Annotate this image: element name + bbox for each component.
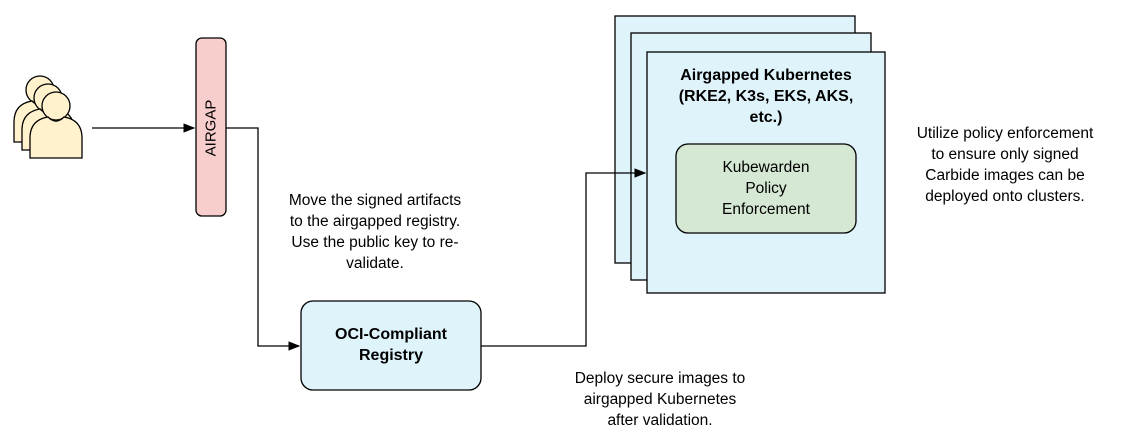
deploy-note-line2: airgapped Kubernetes bbox=[583, 391, 737, 408]
kubernetes-title: Airgapped Kubernetes (RKE2, K3s, EKS, AK… bbox=[647, 65, 885, 128]
policy-note-line3: Carbide images can be bbox=[925, 167, 1085, 184]
kubernetes-title-line2: (RKE2, K3s, EKS, AKS, bbox=[678, 88, 854, 105]
policy-box bbox=[675, 143, 857, 234]
move-note-line4: validate. bbox=[346, 255, 404, 272]
airgap-label: AIRGAP bbox=[202, 99, 220, 157]
kubernetes-title-line3: etc.) bbox=[749, 109, 783, 126]
move-note: Move the signed artifacts to the airgapp… bbox=[260, 190, 490, 274]
deploy-note-line1: Deploy secure images to bbox=[574, 370, 746, 387]
deploy-note: Deploy secure images to airgapped Kubern… bbox=[545, 368, 775, 431]
kubernetes-title-line1: Airgapped Kubernetes bbox=[680, 67, 852, 84]
policy-box-line1: Kubewarden bbox=[722, 159, 810, 176]
policy-box-text: Kubewarden Policy Enforcement bbox=[676, 157, 856, 220]
policy-note-line2: to ensure only signed bbox=[931, 146, 1079, 163]
move-note-line3: Use the public key to re- bbox=[291, 234, 459, 251]
policy-box-line3: Enforcement bbox=[722, 201, 810, 218]
airgap-bar bbox=[195, 37, 227, 217]
airgap-to-registry-arrow bbox=[226, 127, 301, 351]
policy-box-line2: Policy bbox=[745, 180, 787, 197]
move-note-line2: to the airgapped registry. bbox=[289, 213, 461, 230]
deploy-note-line3: after validation. bbox=[607, 412, 713, 429]
registry-label-line1: OCI-Compliant bbox=[335, 326, 447, 343]
users-icon bbox=[13, 75, 83, 159]
policy-note-line4: deployed onto clusters. bbox=[925, 188, 1085, 205]
move-note-line1: Move the signed artifacts bbox=[288, 192, 462, 209]
registry-to-cluster-arrow bbox=[481, 168, 647, 347]
policy-note: Utilize policy enforcement to ensure onl… bbox=[892, 123, 1118, 207]
policy-note-line1: Utilize policy enforcement bbox=[916, 125, 1094, 142]
registry-label: OCI-Compliant Registry bbox=[301, 324, 481, 366]
registry-label-line2: Registry bbox=[358, 347, 424, 364]
